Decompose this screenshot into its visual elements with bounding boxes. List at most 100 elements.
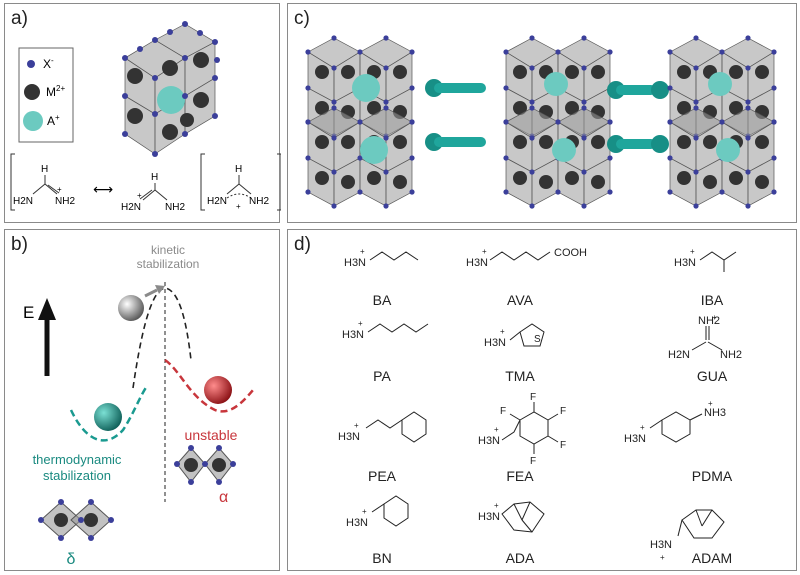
molecule-name-ava: AVA xyxy=(507,292,533,308)
svg-text:H3N: H3N xyxy=(478,435,500,447)
res1-left: H2N xyxy=(13,196,33,207)
svg-text:F: F xyxy=(500,406,506,417)
resonance-structures: H H2N NH2 + ⟷ H H2N NH2 + H H2N N xyxy=(10,153,281,213)
legend-x-label: X- xyxy=(43,56,54,71)
energy-arrow-head-icon xyxy=(38,298,56,320)
svg-text:H3N: H3N xyxy=(466,257,488,269)
cooh-label: COOH xyxy=(554,247,587,259)
spacer-cation-2 xyxy=(607,81,669,153)
svg-text:+: + xyxy=(500,327,505,336)
legend-box xyxy=(18,47,74,143)
molecule-name-bn: BN xyxy=(372,550,392,566)
svg-text:+: + xyxy=(494,501,499,510)
svg-text:F: F xyxy=(530,392,536,403)
energy-label: E xyxy=(23,303,34,322)
panel-c: c) xyxy=(287,3,797,223)
svg-text:+: + xyxy=(482,247,487,256)
legend-a-label: A+ xyxy=(47,113,60,128)
perovskite-slab-3 xyxy=(666,34,778,210)
svg-text:+: + xyxy=(708,399,713,408)
molecule-name-ada: ADA xyxy=(505,550,535,566)
panel-b-graphic: E kinetic stabilization unstable thermod… xyxy=(23,243,254,568)
panel-d-graphic: H3N+ H3N+ COOH H3N+ H3N+ H3N+ S NH2 + H2… xyxy=(338,247,742,562)
svg-text:F: F xyxy=(530,456,536,467)
svg-text:H3N: H3N xyxy=(344,257,366,269)
svg-text:H3N: H3N xyxy=(650,539,672,551)
svg-text:+: + xyxy=(57,185,62,194)
molecule-name-pea: PEA xyxy=(367,468,396,484)
svg-text:+: + xyxy=(354,421,359,430)
svg-text:+: + xyxy=(137,191,142,200)
panel-a-graphic: X- M2+ A+ xyxy=(10,21,281,213)
kinetic-arrow xyxy=(144,288,158,298)
svg-text:H3N: H3N xyxy=(342,329,364,341)
svg-text:+: + xyxy=(358,319,363,328)
panel-a: a) X- M2+ A+ xyxy=(4,3,281,223)
molecule-name-pdma: PDMA xyxy=(691,468,733,484)
res2-left: H2N xyxy=(121,202,141,213)
delta-phase-octahedra xyxy=(38,499,114,541)
res3-right: NH2 xyxy=(249,196,269,207)
svg-text:F: F xyxy=(560,406,566,417)
svg-text:H3N: H3N xyxy=(674,257,696,269)
panel-b: b) E kinetic stabilization xyxy=(4,229,280,571)
legend-m-label: M2+ xyxy=(46,84,65,99)
molecule-name-fea: FEA xyxy=(506,468,534,484)
thermo-label-1: thermodynamic xyxy=(33,452,122,467)
svg-text:NH3: NH3 xyxy=(704,407,726,419)
panel-label-c: c) xyxy=(294,8,310,29)
panel-label-d: d) xyxy=(294,234,311,255)
panel-d: d) xyxy=(287,229,797,571)
res1-right: NH2 xyxy=(55,196,75,207)
molecule-name-iba: IBA xyxy=(700,292,724,308)
alpha-label: α xyxy=(219,489,228,506)
energy-barrier-curve xyxy=(132,287,192,389)
kinetic-arrow-head-icon xyxy=(155,285,165,294)
panel-label-b: b) xyxy=(11,234,28,255)
kinetic-label-1: kinetic xyxy=(151,243,185,257)
svg-text:H2N: H2N xyxy=(668,349,690,361)
thermo-sphere xyxy=(94,403,122,431)
kinetic-label-2: stabilization xyxy=(137,257,200,271)
molecule-name-pa: PA xyxy=(373,368,391,384)
molecule-name-tma: TMA xyxy=(505,368,535,384)
res3-h: H xyxy=(235,164,242,175)
svg-text:F: F xyxy=(560,440,566,451)
panel-c-graphic xyxy=(304,34,778,210)
resonance-arrow: ⟷ xyxy=(93,181,113,197)
svg-text:H3N: H3N xyxy=(484,337,506,349)
panel-label-a: a) xyxy=(11,8,28,29)
svg-text:H3N: H3N xyxy=(624,433,646,445)
unstable-label: unstable xyxy=(185,427,238,443)
molecule-name-gua: GUA xyxy=(696,368,728,384)
svg-text:+: + xyxy=(494,425,499,434)
svg-text:H3N: H3N xyxy=(478,511,500,523)
kinetic-sphere xyxy=(118,295,144,321)
thermo-label-2: stabilization xyxy=(43,468,111,483)
svg-text:+: + xyxy=(690,247,695,256)
thiophene-s: S xyxy=(534,334,541,345)
molecule-name-ba: BA xyxy=(372,292,392,308)
legend-x-ion-icon xyxy=(27,60,35,68)
a-cation-sphere xyxy=(157,86,185,114)
svg-text:H3N: H3N xyxy=(346,517,368,529)
res1-h: H xyxy=(41,164,48,175)
svg-text:NH2: NH2 xyxy=(720,349,742,361)
svg-text:NH2: NH2 xyxy=(698,315,720,327)
legend-m-ion-icon xyxy=(24,84,40,100)
perovskite-cube-a xyxy=(122,21,220,157)
perovskite-slab-1 xyxy=(304,34,416,210)
res2-right: NH2 xyxy=(165,202,185,213)
molecule-name-adam: ADAM xyxy=(691,550,733,566)
svg-text:+: + xyxy=(236,202,241,211)
svg-text:+: + xyxy=(360,247,365,256)
molecule-labels-text: H3N+ H3N+ COOH H3N+ H3N+ H3N+ S NH2 + H2… xyxy=(338,247,742,562)
svg-text:+: + xyxy=(712,313,717,322)
svg-text:+: + xyxy=(362,507,367,516)
legend-a-ion-icon xyxy=(23,111,43,131)
spacer-cation-1 xyxy=(425,79,486,151)
svg-text:H3N: H3N xyxy=(338,431,360,443)
svg-text:+: + xyxy=(660,553,665,562)
res3-left: H2N xyxy=(207,196,227,207)
res2-h: H xyxy=(151,172,158,183)
